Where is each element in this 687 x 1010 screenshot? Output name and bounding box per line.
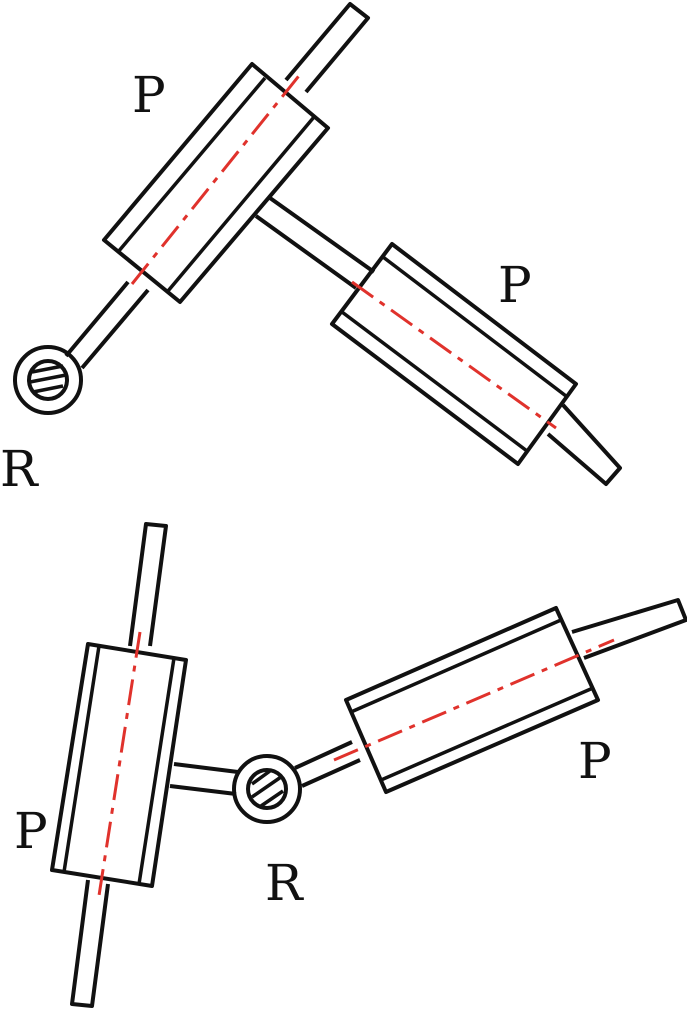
- bottom-slider-2-rod: [571, 598, 687, 660]
- bottom-revolute-hatch: [250, 769, 284, 808]
- bottom-slider-2-inner-edge-a: [350, 618, 562, 714]
- top-label-p-2: P: [498, 256, 532, 314]
- top-slider-2-rod: [546, 403, 622, 486]
- bottom-rod-lower: [70, 879, 110, 1008]
- bottom-slider-1-block: [50, 642, 188, 888]
- bottom-connector-bar: [169, 762, 239, 796]
- top-connector-bar: [254, 196, 376, 290]
- top-revolute-joint-outer: [13, 345, 83, 415]
- top-label-r: R: [0, 440, 39, 498]
- bottom-slider-2-block: [344, 606, 600, 794]
- bottom-rod-upper: [128, 522, 168, 647]
- bottom-label-r: R: [265, 854, 304, 912]
- bottom-revolute-joint-inner: [246, 768, 288, 810]
- top-slider-2-inner-edge-a: [381, 255, 568, 398]
- top-rod-upper: [284, 2, 370, 94]
- top-slider-1-axis: [130, 71, 304, 285]
- top-slider-1-block: [102, 62, 330, 304]
- bottom-slider-1-axis: [96, 631, 142, 903]
- bottom-slider-2-inner-edge-b: [380, 686, 594, 782]
- top-label-p-1: P: [132, 66, 166, 124]
- bottom-slider-1-inner-edge-a: [62, 645, 101, 873]
- top-slider-2-axis: [351, 280, 557, 430]
- top-slider-1-inner-edge-b: [166, 115, 316, 293]
- bottom-label-p-1: P: [14, 802, 48, 860]
- top-revolute-hatch: [29, 364, 67, 394]
- top-slider-2-block: [330, 242, 578, 466]
- top-rod-lower: [64, 280, 150, 370]
- bottom-label-p-2: P: [578, 732, 612, 790]
- top-mechanism: P P R: [0, 2, 622, 498]
- top-slider-1-inner-edge-a: [116, 76, 267, 254]
- bottom-mechanism: P P R: [14, 522, 687, 1008]
- bottom-slider-2-axis: [333, 638, 615, 762]
- bottom-slider-1-inner-edge-b: [137, 657, 176, 885]
- top-revolute-joint-inner: [27, 359, 69, 401]
- bottom-rod-to-slider-2: [294, 740, 361, 788]
- bottom-revolute-joint-outer: [232, 754, 302, 824]
- top-slider-2-inner-edge-b: [340, 310, 529, 453]
